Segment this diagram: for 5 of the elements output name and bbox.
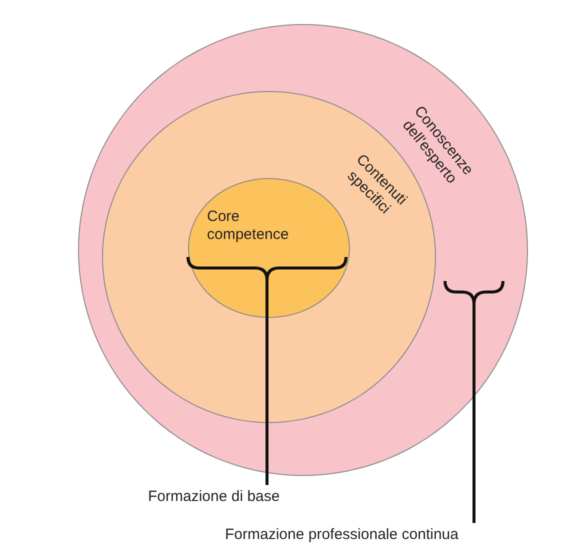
caption-text: Formazione di base	[148, 488, 280, 506]
brace-leader-line	[186, 256, 348, 486]
caption-text: Formazione professionale continua	[225, 526, 458, 544]
circle-label: Core competence	[207, 208, 290, 244]
brace-leader-line	[444, 280, 504, 524]
